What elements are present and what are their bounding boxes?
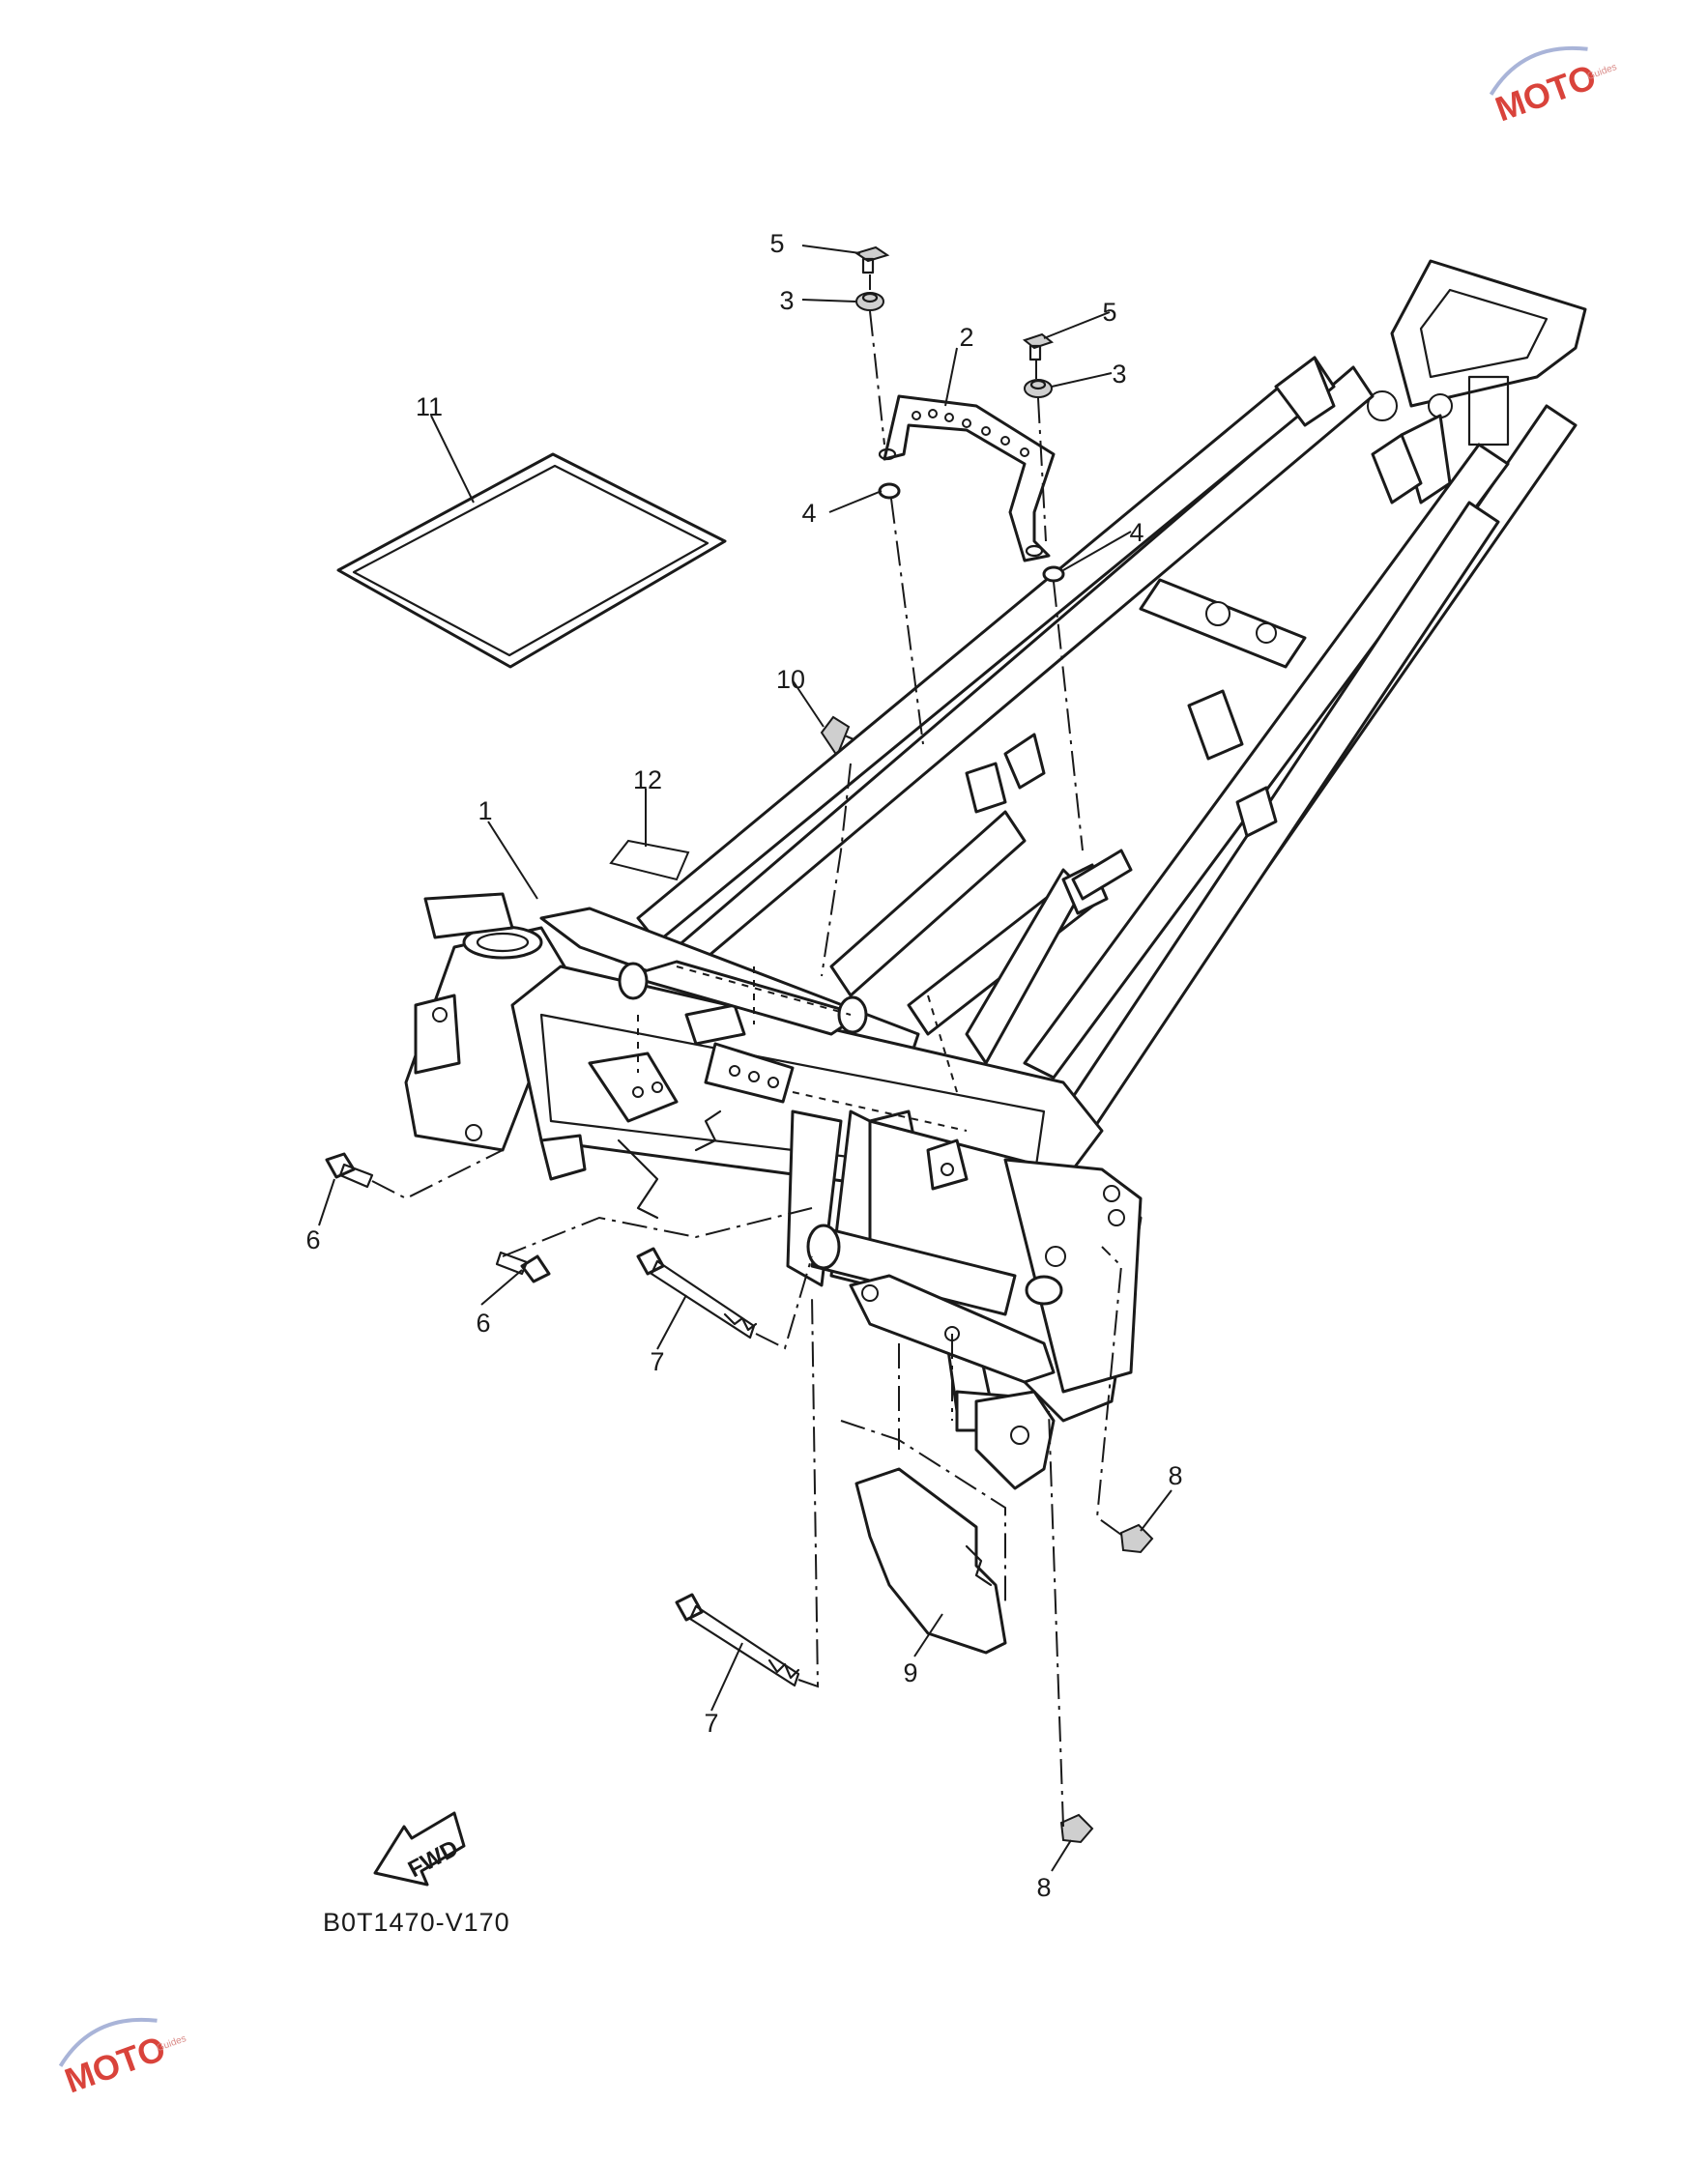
part-1-frame — [404, 259, 1587, 1423]
part-8-nut-lower — [1059, 1813, 1094, 1844]
callout-8a: 8 — [1168, 1461, 1182, 1490]
engine-mount-lower — [849, 1274, 1056, 1490]
watermark-logo-bottom-left: MOTO Guides — [58, 2017, 188, 2100]
part-12-label — [609, 839, 690, 881]
callout-6a: 6 — [305, 1225, 320, 1254]
part-2-bracket — [878, 394, 1056, 562]
part-7-long-bolt-upper — [636, 1247, 758, 1340]
part-7-long-bolt-lower — [675, 1593, 800, 1687]
watermark-brand: MOTO — [1491, 56, 1602, 129]
part-3-damper-right — [1024, 379, 1053, 398]
callout-4b: 4 — [1129, 518, 1143, 547]
part-6-bolt-lower — [495, 1251, 551, 1283]
part-3-damper-left — [855, 292, 884, 311]
part-9-cover — [854, 1467, 1007, 1655]
callout-10: 10 — [776, 665, 805, 694]
watermark-logo-top-right: MOTO Guides — [1489, 45, 1619, 129]
callout-12: 12 — [633, 765, 662, 794]
diagram-code: B0T1470-V170 — [323, 1908, 510, 1937]
part-6-bolt-upper — [325, 1152, 374, 1189]
part-11-sheet — [336, 452, 727, 669]
callout-5a: 5 — [769, 229, 784, 258]
callout-6b: 6 — [476, 1309, 490, 1338]
part-4-collar-left — [878, 482, 901, 500]
callout-3b: 3 — [1112, 360, 1126, 389]
watermark-tagline: Guides — [1586, 62, 1619, 82]
callout-1: 1 — [478, 796, 492, 825]
watermark-brand: MOTO — [60, 2028, 171, 2100]
part-8-nut-upper — [1119, 1523, 1154, 1554]
part-5-bolt-right — [1022, 332, 1055, 361]
part-4-collar-right — [1042, 565, 1065, 583]
callout-8b: 8 — [1036, 1873, 1051, 1902]
callout-2: 2 — [959, 323, 973, 352]
callout-7b: 7 — [704, 1709, 718, 1738]
part-5-bolt-left — [854, 245, 890, 274]
callout-9: 9 — [903, 1658, 917, 1687]
callout-11: 11 — [416, 392, 443, 421]
callout-3a: 3 — [779, 286, 794, 315]
fwd-direction-arrow: FWD — [373, 1811, 466, 1887]
callout-7a: 7 — [650, 1347, 664, 1376]
callout-labels: 5 3 2 5 3 4 4 11 10 12 1 6 6 7 7 8 8 9 — [305, 229, 1182, 1902]
callout-4a: 4 — [801, 499, 816, 528]
watermark-tagline: Guides — [156, 2033, 188, 2054]
callout-5b: 5 — [1102, 298, 1116, 327]
leader-lines — [318, 245, 1172, 1872]
assembly-lines — [371, 274, 1123, 1828]
